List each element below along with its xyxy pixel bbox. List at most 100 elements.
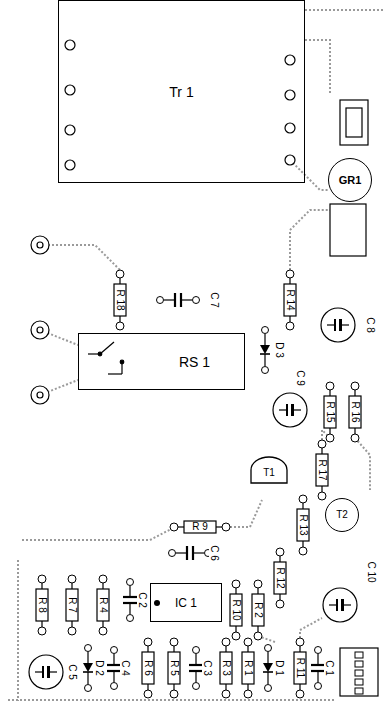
resistor-symbol [316,440,328,500]
capacitor-symbol [123,579,137,622]
part-designator: C 5 [67,663,77,681]
solder-pad [31,386,49,404]
part-designator: R 8 [37,596,47,614]
resistor-symbol [294,638,306,698]
part-designator: R 17 [317,458,327,481]
part-designator: R 5 [169,659,179,677]
solder-pad [31,236,49,254]
copper-trace [8,10,383,701]
capacitor-symbol [169,546,212,560]
part-designator: R 7 [67,596,77,614]
connector-pin [355,652,363,694]
component-outline [330,204,366,256]
component-name: IC 1 [175,597,197,609]
part-designator: D 1 [274,659,284,677]
part-designator: C 3 [202,659,212,677]
component-outline [340,100,368,145]
solder-pad [285,123,295,133]
transistor-outline: T2 [325,498,359,532]
part-designator: R 4 [98,596,108,614]
diode-symbol [260,327,270,374]
part-designator: R 3 [221,659,231,677]
part-designator: R 10 [231,598,241,621]
copper-trace [8,699,335,701]
part-designator: D 2 [94,659,104,677]
electrolytic-capacitor-symbol [29,308,357,689]
solder-pad [285,155,295,165]
copper-trace [290,210,330,274]
component-name: GR1 [339,175,362,186]
part-designator: R 16 [350,400,360,423]
part-designator: C 7 [209,291,219,309]
copper-trace [300,618,322,642]
diode-symbol [263,645,273,692]
component-outline [340,648,378,696]
ic-pin1-dot [154,600,160,606]
copper-trace [305,9,383,11]
part-designator: R 15 [325,400,335,423]
part-designator: C 6 [209,544,219,562]
resistor-symbol [297,495,309,555]
capacitor-symbol [311,647,325,690]
electrolytic-capacitor-symbol [323,588,357,622]
resistor-symbol [324,382,336,442]
resistor-symbol [66,575,78,635]
part-designator: R 9 [191,522,209,532]
solder-pad [65,160,75,170]
solder-pad [65,85,75,95]
ic-pin1-dot [154,600,160,606]
part-designator: C 8 [365,316,375,334]
copper-trace [290,160,328,190]
capacitor-symbol [157,293,200,307]
part-designator: R 11 [295,657,305,679]
resistor-symbol [242,638,254,698]
resistor-symbol [168,638,180,698]
component-outline [346,108,362,137]
connector-pin [355,688,363,694]
solder-pad [37,242,43,248]
relay-switch-symbol [100,342,114,354]
resistor-symbol [170,521,230,533]
part-designator: R 6 [143,659,153,677]
transistor-body [251,457,287,483]
electrolytic-capacitor-symbol [321,308,355,342]
component-name: RS 1 [179,355,210,369]
part-designator: C 9 [295,369,305,387]
copper-trace [305,40,330,95]
connector-pin [355,670,363,676]
part-designator: R 14 [285,288,295,311]
part-designator: R 1 [243,659,253,677]
solder-pad [285,90,295,100]
part-designator: C 2 [137,591,147,609]
resistor-symbol [220,638,232,698]
component-name: Tr 1 [169,85,193,99]
solder-pad [65,40,75,50]
connector-pin [355,652,363,658]
component-name: T2 [336,510,348,520]
transistor-outline: T1 [250,456,288,484]
part-designator: C 1 [324,659,334,677]
part-designator: D 3 [274,341,284,359]
solder-pad [31,321,49,339]
capacitor-symbol [189,647,203,690]
diode-symbol [83,645,93,692]
solder-pad [285,55,295,65]
part-designator: C 10 [366,560,376,583]
solder-pad [37,327,43,333]
copper-trace [17,560,19,701]
solder-pad [31,40,295,404]
part-designator: R 2 [253,601,263,619]
resistor-symbol [142,638,154,698]
relay-switch-symbol [98,352,102,356]
part-designator: R 13 [298,513,308,536]
copper-trace [22,527,175,540]
resistor-symbol [36,270,361,698]
resistor-symbol [274,548,286,608]
electrolytic-capacitor-symbol [29,655,63,689]
relay-box: RS 1 [78,333,245,390]
resistor-symbol [284,270,296,330]
copper-trace [355,438,370,490]
component-name: T1 [263,468,275,478]
resistor-symbol [36,575,48,635]
solder-pad [65,125,75,135]
